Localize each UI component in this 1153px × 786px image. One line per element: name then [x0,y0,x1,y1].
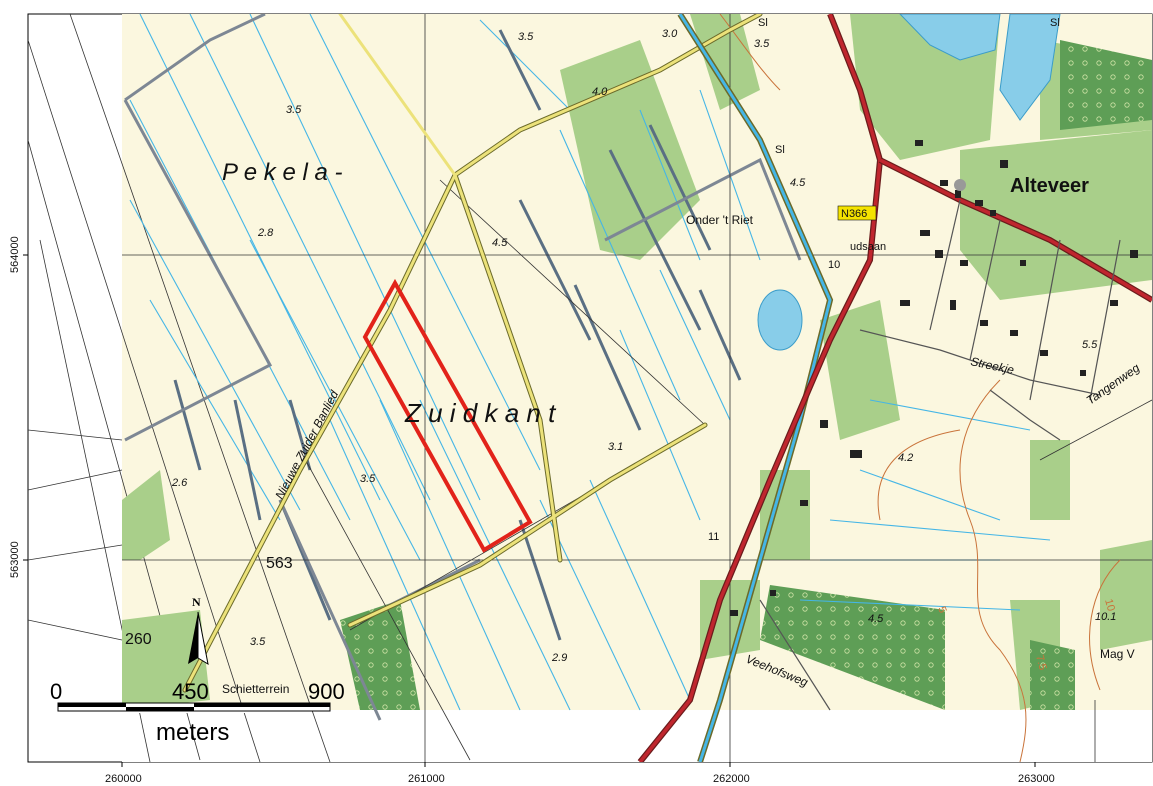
zuidkant-label: Z u i d k a n t [404,398,557,428]
water-bodies [757,14,1061,351]
scale-label-0: 0 [50,679,62,704]
topo-background [122,14,1152,762]
scale-label-900: 900 [308,679,345,704]
sheet-563-label: 563 [266,555,293,572]
road-number-shield [837,205,877,221]
sluice-label-3: Sl [1050,17,1060,29]
spot-height: 4.5 [868,613,884,625]
canal-road [677,14,834,762]
spot-height: 2.6 [171,477,188,489]
spot-height: 3.5 [250,636,266,648]
contour-lines [719,14,1121,762]
sluice-label-2: Sl [758,17,768,29]
spot-height: 3.1 [608,441,623,453]
parcel-lines-center [122,14,1152,762]
study-area-outline [362,278,533,553]
alteveer-label: Alteveer [1010,175,1089,197]
x-tick-label: 263000 [1018,773,1055,785]
spot-height: 2.9 [551,652,567,664]
x-tick-label: 262000 [713,773,750,785]
spot-height: 3.5 [360,473,376,485]
spot-height: 4.2 [898,452,913,464]
axis-tick-labels: 260000 261000 262000 263000 564000 56300… [9,236,1055,785]
spot-height: 4.5 [492,237,508,249]
wood-se [1030,640,1075,710]
spot-height: 3.5 [754,38,770,50]
spot-height: 2.8 [257,227,274,239]
spot-height: 3.5 [518,31,534,43]
scale-label-450: 450 [172,679,209,704]
contour-labels: 5 7.5 10 [935,598,1117,672]
x-tick-label: 261000 [408,773,445,785]
north-arrow: N [188,595,209,666]
spot-height: 3.0 [662,28,678,40]
roads [183,14,762,692]
spot-heights: 3.5 3.0 3.5 4.0 3.5 2.8 4.5 4.5 3.1 3.5 … [171,28,1116,664]
village-streets [759,199,1121,711]
contour-label: 7.5 [1033,654,1049,672]
church-symbol [954,179,966,191]
orchard-north [1060,40,1152,130]
contour-label: 5 [935,605,948,615]
wood-sw [340,600,420,710]
spot-height: 3.5 [286,104,302,116]
schietterrein-label: Schietterrein [222,682,289,696]
scale-unit: meters [156,719,229,746]
spot-height: 10 [828,259,840,271]
udsaan-label: udsaan [850,241,886,253]
map-content [28,14,1152,762]
main-road [637,14,1152,762]
north-letter: N [192,595,201,609]
axis-ticks [23,254,1036,767]
y-tick-label: 564000 [9,236,21,273]
sheet-260-label: 260 [125,631,152,648]
spot-height: 10.1 [1095,611,1116,623]
road-number-label: N366 [841,208,867,220]
contour-label: 10 [1102,598,1117,613]
spot-height: 4.5 [790,177,806,189]
spot-height: 4.0 [592,86,608,98]
pekela-label: P e k e l a - [222,159,343,186]
orchard-south [760,585,945,710]
y-tick-label: 563000 [9,541,21,578]
onder-t-riet-label: Onder 't Riet [686,213,754,227]
scale-bar: 0 450 900 meters [50,679,345,746]
x-tick-label: 260000 [105,773,142,785]
sluice-label-1: Sl [775,144,785,156]
spot-height: 11 [708,531,719,543]
mag-w-label: Mag V [1100,647,1135,661]
spot-height: 5.5 [1082,339,1098,351]
